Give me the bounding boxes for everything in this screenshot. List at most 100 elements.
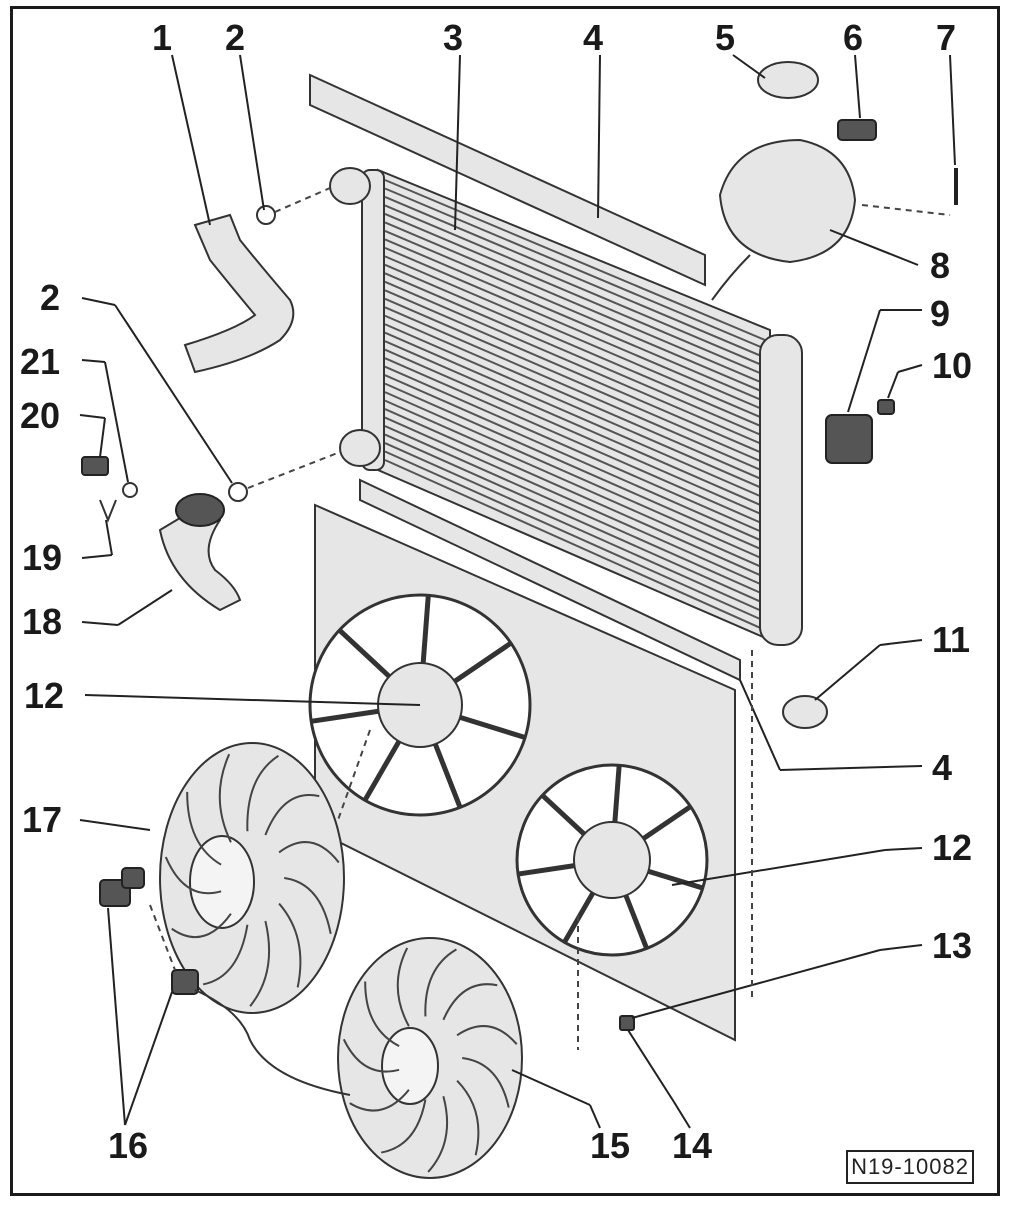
fan-blade xyxy=(427,1095,449,1173)
screw-14 xyxy=(619,1015,635,1031)
radiator-fin xyxy=(384,280,766,447)
fan-blade xyxy=(218,753,232,843)
radiator-fin xyxy=(384,408,766,579)
radiator-fin xyxy=(384,399,766,570)
drain-plug xyxy=(782,695,828,729)
top-seal-strip xyxy=(309,73,706,287)
radiator-fin xyxy=(384,374,766,544)
fan-blade xyxy=(284,877,332,934)
fan-blade xyxy=(349,1089,410,1112)
radiator-side-tank xyxy=(759,334,803,646)
radiator-core xyxy=(377,168,771,642)
radiator-fin xyxy=(384,331,766,500)
callout-8: 8 xyxy=(930,245,951,286)
fan-blade xyxy=(264,794,320,836)
callout-15: 15 xyxy=(590,1125,631,1166)
expansion-tank xyxy=(718,138,857,264)
callout-12-right: 12 xyxy=(932,827,973,868)
shroud-spoke xyxy=(612,765,622,823)
lower-coolant-hose xyxy=(158,498,242,612)
radiator-fin xyxy=(384,272,766,438)
fan-connector-lower xyxy=(171,969,199,995)
shroud-spoke xyxy=(310,708,379,724)
assembly-lines xyxy=(149,187,951,1050)
callout-11: 11 xyxy=(932,619,971,660)
radiator-fin xyxy=(384,425,766,596)
radiator-fin xyxy=(384,229,766,394)
radiator-fin xyxy=(384,357,766,526)
fan-blade xyxy=(278,841,340,864)
leader-lines xyxy=(79,54,956,1129)
fan-blade xyxy=(442,983,498,1021)
radiator-fin xyxy=(384,297,766,464)
fan-blade xyxy=(364,981,400,1048)
radiator-left-tank xyxy=(361,169,385,471)
callout-16: 16 xyxy=(108,1125,149,1166)
fan-blade xyxy=(380,1099,427,1154)
thermo-switch-connector xyxy=(825,414,873,464)
expansion-tank-cap xyxy=(757,61,819,99)
callout-7: 7 xyxy=(936,17,957,58)
callout-19: 19 xyxy=(22,537,63,578)
callout-9: 9 xyxy=(930,293,951,334)
shroud-spoke xyxy=(623,894,649,950)
fan-blade xyxy=(456,1025,518,1045)
radiator-fin xyxy=(384,391,766,561)
fan-large xyxy=(159,742,345,1014)
temperature-sender xyxy=(81,456,109,476)
callout-2-upper: 2 xyxy=(225,17,246,58)
upper-coolant-hose xyxy=(183,213,295,374)
radiator-fin xyxy=(384,255,766,421)
shroud-spoke xyxy=(517,863,575,877)
callout-10: 10 xyxy=(932,345,973,386)
radiator-fin xyxy=(384,433,766,605)
radiator-fin xyxy=(384,289,766,456)
o-ring-upper xyxy=(256,205,276,225)
shroud-spoke xyxy=(362,740,402,802)
fan-blade xyxy=(278,902,302,988)
radiator-fin xyxy=(384,416,766,587)
shroud-spoke xyxy=(642,804,692,841)
o-ring-lower xyxy=(228,482,248,502)
callout-1: 1 xyxy=(152,17,173,58)
thermo-switch-10 xyxy=(877,399,895,415)
fan-wiring xyxy=(194,989,351,1096)
fan-blade xyxy=(249,920,271,1007)
radiator-fin xyxy=(384,221,766,385)
callout-21: 21 xyxy=(20,341,61,382)
callout-2-lower: 2 xyxy=(40,277,61,318)
o-ring-21 xyxy=(122,482,138,498)
radiator-fin xyxy=(384,323,766,491)
fan-connector-plug xyxy=(121,867,145,889)
shroud-spoke xyxy=(647,868,704,891)
fan-blade xyxy=(342,1038,400,1073)
callout-3: 3 xyxy=(443,17,464,58)
callout-4-lower: 4 xyxy=(932,747,953,788)
radiator-fin xyxy=(384,314,766,482)
radiator-fin xyxy=(384,196,766,359)
shroud-spoke xyxy=(540,793,586,836)
fan-blade xyxy=(424,948,457,1017)
radiator-fin xyxy=(384,340,766,508)
callout-4-upper: 4 xyxy=(583,17,604,58)
radiator-fin xyxy=(384,306,766,473)
lower-inlet xyxy=(339,429,381,467)
radiator-fin xyxy=(384,365,766,535)
shroud-spoke xyxy=(337,628,391,679)
shroud-spoke xyxy=(453,641,513,684)
radiator-fin xyxy=(384,238,766,403)
fan-small xyxy=(337,937,523,1179)
callout-13: 13 xyxy=(932,925,973,966)
callout-18: 18 xyxy=(22,601,63,642)
level-sensor xyxy=(837,119,877,141)
radiator-fin xyxy=(384,348,766,517)
reference-code: N19-10082 xyxy=(846,1150,974,1184)
radiator-fin xyxy=(384,459,766,631)
radiator-fin xyxy=(384,179,766,341)
radiator-fin xyxy=(384,263,766,429)
shroud-spoke xyxy=(459,715,526,740)
radiator-fin xyxy=(384,442,766,614)
fan-blade xyxy=(202,924,249,986)
fan-blade xyxy=(186,791,222,866)
